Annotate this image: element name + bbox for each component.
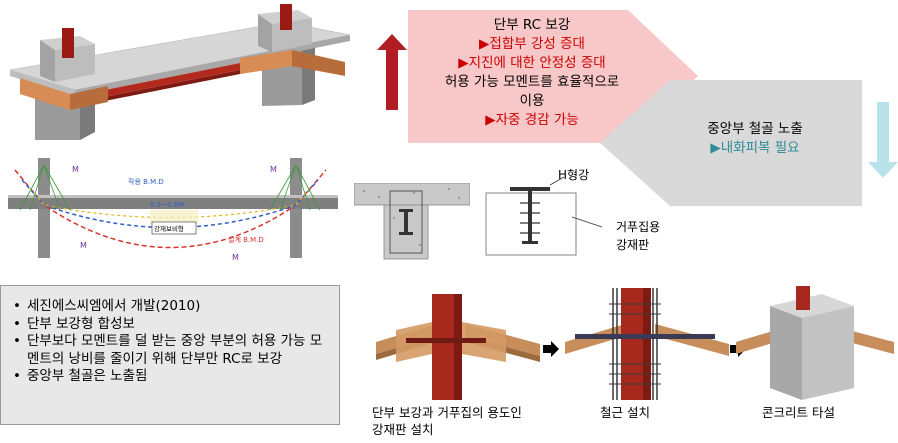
step1-caption-line2: 강재판 설치	[372, 422, 434, 437]
step1-caption-line1: 단부 보강과 거푸집의 용도인	[372, 405, 522, 420]
pink-box-line4: 이용	[519, 93, 545, 109]
label-design-bmd: 설계 B.M.D	[228, 235, 264, 244]
down-arrow-icon	[868, 102, 898, 178]
h-steel-section-detail	[485, 176, 603, 256]
pink-box-line3: 허용 가능 모멘트를 효율적으로	[444, 74, 620, 90]
pink-arrow-box	[408, 10, 698, 143]
h-steel-label: H형강	[558, 168, 590, 182]
bullet-item: •단부 보강형 합성보	[13, 315, 135, 332]
pink-box-line2: ▶지진에 대한 안정성 증대	[458, 55, 606, 71]
gray-box-title: 중앙부 철골 노출	[707, 121, 803, 137]
pink-box-text: 단부 RC 보강 ▶접합부 강성 증대 ▶지진에 대한 안정성 증대 허용 가능…	[412, 16, 652, 130]
step2-caption-line1: 철근 설치	[600, 405, 650, 420]
step-arrow-icon	[543, 341, 559, 357]
step3-image	[736, 286, 894, 400]
gray-box-line1: ▶내화피복 필요	[710, 140, 800, 156]
gray-box-text: 중앙부 철골 노출 ▶내화피복 필요	[650, 120, 860, 158]
up-arrow-icon	[377, 34, 407, 110]
label-m-left: M	[72, 165, 79, 174]
summary-bullet-box: •세진에스씨엠에서 개발(2010) •단부 보강형 합성보 •단부보다 모멘트…	[0, 285, 340, 425]
bullet-item: •중앙부 철골은 노출됨	[13, 368, 148, 385]
formwork-label-1: 거푸집용	[616, 220, 661, 234]
label-steel-beam: 강재보비형	[154, 224, 184, 233]
label-m-bottom-left: M	[80, 241, 87, 250]
formwork-label-2: 강재판	[616, 238, 650, 252]
pink-box-line1: ▶접합부 강성 증대	[479, 36, 585, 52]
pink-box-title: 단부 RC 보강	[493, 17, 571, 33]
bullet-list: •세진에스씨엠에서 개발(2010) •단부 보강형 합성보 •단부보다 모멘트…	[7, 298, 333, 386]
step1-caption: 단부 보강과 거푸집의 용도인 강재판 설치	[372, 404, 562, 438]
beam-3d-illustration	[9, 4, 351, 140]
gray-arrow-box	[600, 80, 862, 206]
step3-caption-line1: 콘크리트 타설	[762, 405, 835, 420]
label-m-bottom-right: M	[232, 253, 239, 262]
step1-image	[376, 294, 540, 400]
step2-caption: 철근 설치	[600, 404, 650, 421]
label-applied-bmd: 작용 B.M.D	[128, 177, 164, 186]
pink-box-line5: ▶자중 경감 가능	[485, 112, 579, 128]
step3-caption: 콘크리트 타설	[762, 404, 835, 421]
moment-diagram: M M 작용 B.M.D 0.5~0.6M 강재보비형 설계 B.M.D M M	[8, 158, 338, 262]
bullet-item: •단부보다 모멘트를 덜 받는 중앙 부분의 허용 가능 모멘트의 낭비를 줄이…	[13, 333, 323, 367]
design-bmd-curve	[14, 169, 327, 249]
concrete-section-detail	[354, 183, 470, 260]
label-m-right: M	[270, 165, 277, 174]
bullet-item: •세진에스씨엠에서 개발(2010)	[13, 298, 201, 314]
label-span-moment: 0.5~0.6M	[150, 201, 184, 209]
step2-image	[565, 288, 729, 400]
